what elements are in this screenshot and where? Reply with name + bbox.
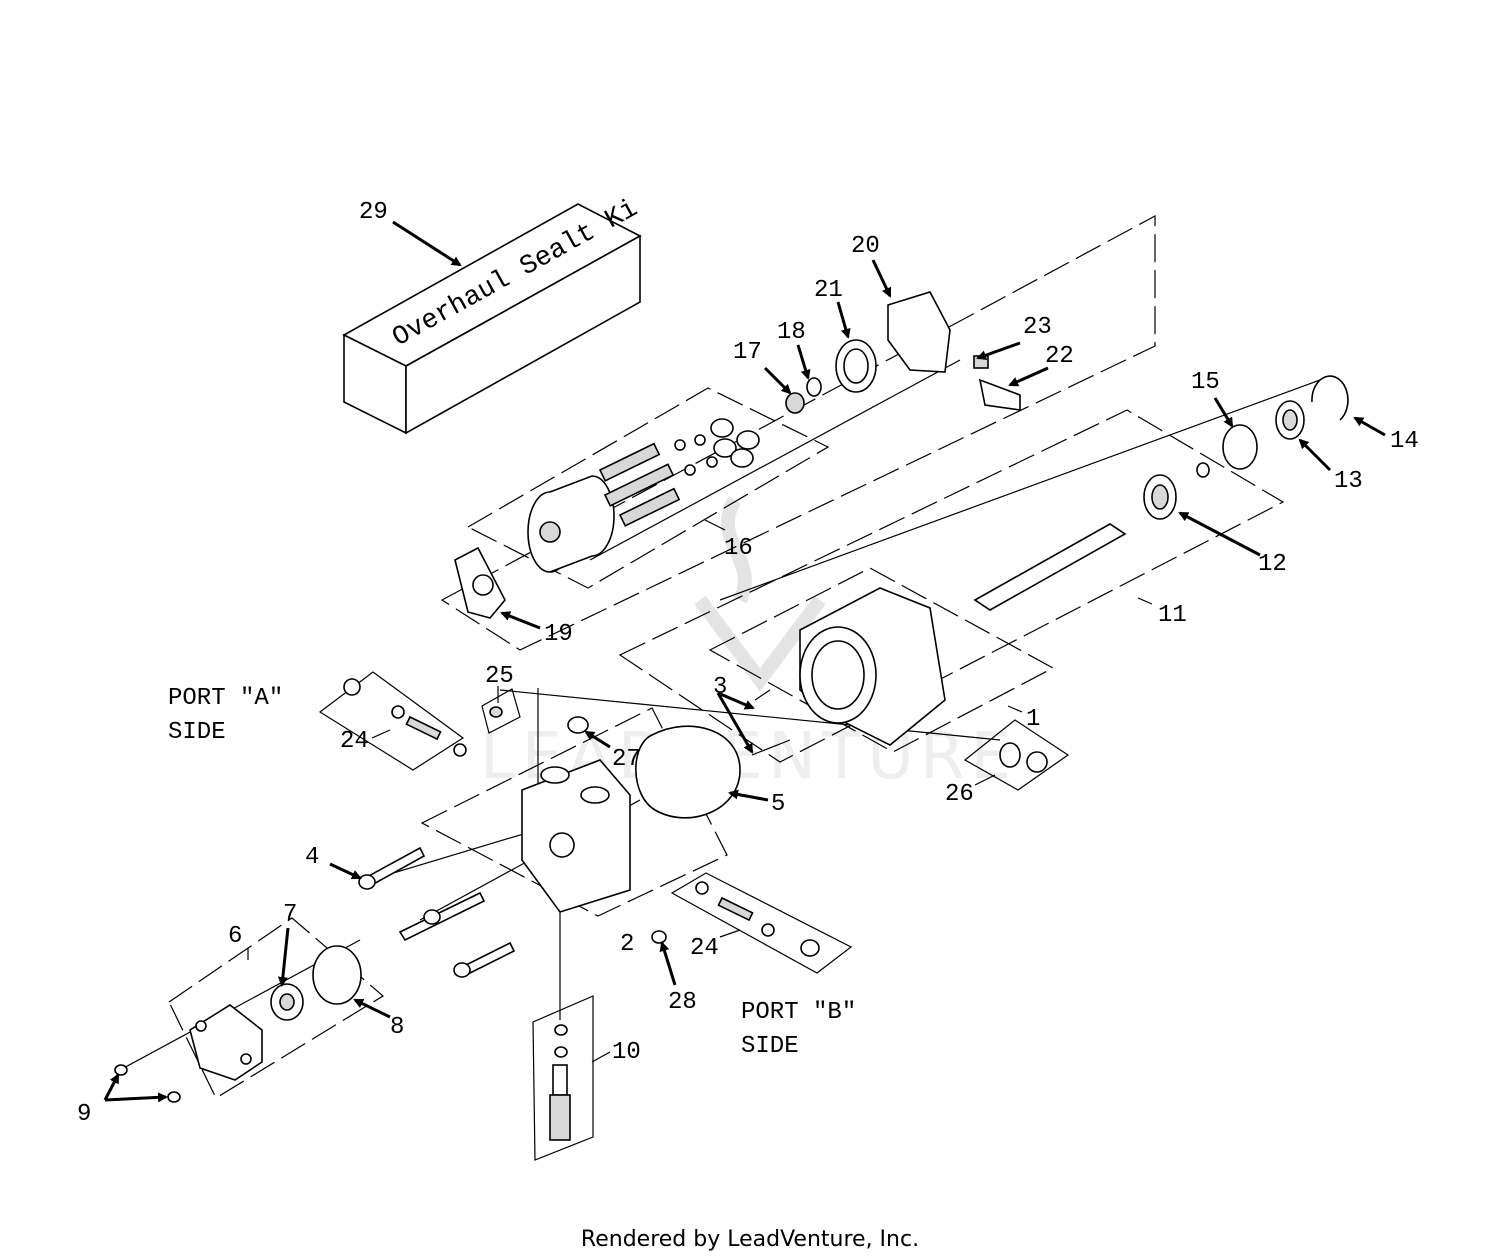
callout-5: 5 <box>771 791 785 818</box>
callout-21: 21 <box>814 277 843 304</box>
thrust-bearing-21 <box>835 339 877 393</box>
callout-24a: 24 <box>340 728 369 755</box>
callout-19: 19 <box>544 621 573 648</box>
leader-arrows <box>103 220 1386 1103</box>
alignment-lines <box>119 359 1321 1071</box>
callout-11: 11 <box>1158 602 1187 629</box>
o-ring-15 <box>1222 424 1258 470</box>
callout-4: 4 <box>305 844 319 871</box>
callout-17: 17 <box>733 339 762 366</box>
callout-3: 3 <box>713 674 727 701</box>
check-valve-25 <box>489 706 503 718</box>
screw-9a <box>114 1064 128 1076</box>
retaining-ring-14 <box>1311 375 1349 421</box>
seal-13 <box>1275 400 1305 440</box>
callout-15: 15 <box>1191 369 1220 396</box>
ball-bearing-12 <box>1143 474 1177 520</box>
o-ring-small <box>1196 462 1210 478</box>
pin-3a <box>754 689 771 701</box>
callout-8: 8 <box>390 1014 404 1041</box>
bolts-4 <box>358 846 516 978</box>
port-a-line2: SIDE <box>168 719 226 746</box>
callout-14: 14 <box>1390 428 1419 455</box>
callout-26: 26 <box>945 781 974 808</box>
callout-9: 9 <box>77 1101 91 1128</box>
callout-13: 13 <box>1334 468 1363 495</box>
callout-10: 10 <box>612 1039 641 1066</box>
callout-22: 22 <box>1045 343 1074 370</box>
callout-27: 27 <box>612 746 641 773</box>
bushing-26 <box>999 742 1021 768</box>
gasket-5 <box>635 725 741 819</box>
port-a-line1: PORT "A" <box>168 685 283 712</box>
callout-12: 12 <box>1258 551 1287 578</box>
plug-28 <box>651 930 667 944</box>
overhaul-seal-kit-box: Overhaul Sealt Ki <box>342 194 643 435</box>
callout-6: 6 <box>228 923 242 950</box>
callout-23: 23 <box>1023 314 1052 341</box>
piston-springs <box>598 442 681 527</box>
piston-slippers <box>674 418 760 476</box>
callout-2: 2 <box>620 931 634 958</box>
relief-valve-24a <box>343 678 467 757</box>
trunnion-22 <box>978 378 1021 411</box>
relief-valve-24b <box>695 881 820 957</box>
snap-ring-26 <box>1026 751 1048 773</box>
callout-25: 25 <box>485 663 514 690</box>
bypass-valve-10 <box>549 1024 571 1141</box>
cylinder-block-assembly <box>527 418 760 573</box>
washer-18 <box>806 377 822 397</box>
pin-3b <box>751 739 791 756</box>
port-b-side-label: PORT "B" SIDE <box>741 999 856 1060</box>
gerotor-7 <box>270 983 304 1021</box>
rendered-by-footer: Rendered by LeadVenture, Inc. <box>581 1227 919 1252</box>
port-b-line1: PORT "B" <box>741 999 856 1026</box>
callout-16: 16 <box>724 535 753 562</box>
screw-9b <box>167 1091 181 1103</box>
port-b-line2: SIDE <box>741 1033 799 1060</box>
callout-18: 18 <box>777 319 806 346</box>
center-section-2 <box>521 759 631 913</box>
callout-1: 1 <box>1026 706 1040 733</box>
o-ring-8 <box>312 945 362 1005</box>
callout-28: 28 <box>668 989 697 1016</box>
callout-numbers: 1 2 3 4 5 6 7 8 9 10 11 12 13 14 15 16 1… <box>77 199 1419 1128</box>
callout-24b: 24 <box>690 935 719 962</box>
spring-17 <box>785 392 805 414</box>
input-shaft-11 <box>973 523 1127 611</box>
charge-pump-cover-6 <box>189 1004 263 1081</box>
callout-7: 7 <box>283 901 297 928</box>
pump-housing-1 <box>799 587 946 746</box>
group-frames <box>168 214 1285 1161</box>
port-a-side-label: PORT "A" SIDE <box>168 685 283 746</box>
plug-27 <box>567 716 589 734</box>
swashplate-20 <box>887 291 951 373</box>
valve-plate-hole <box>472 574 494 596</box>
callout-29: 29 <box>359 199 388 226</box>
callout-20: 20 <box>851 233 880 260</box>
